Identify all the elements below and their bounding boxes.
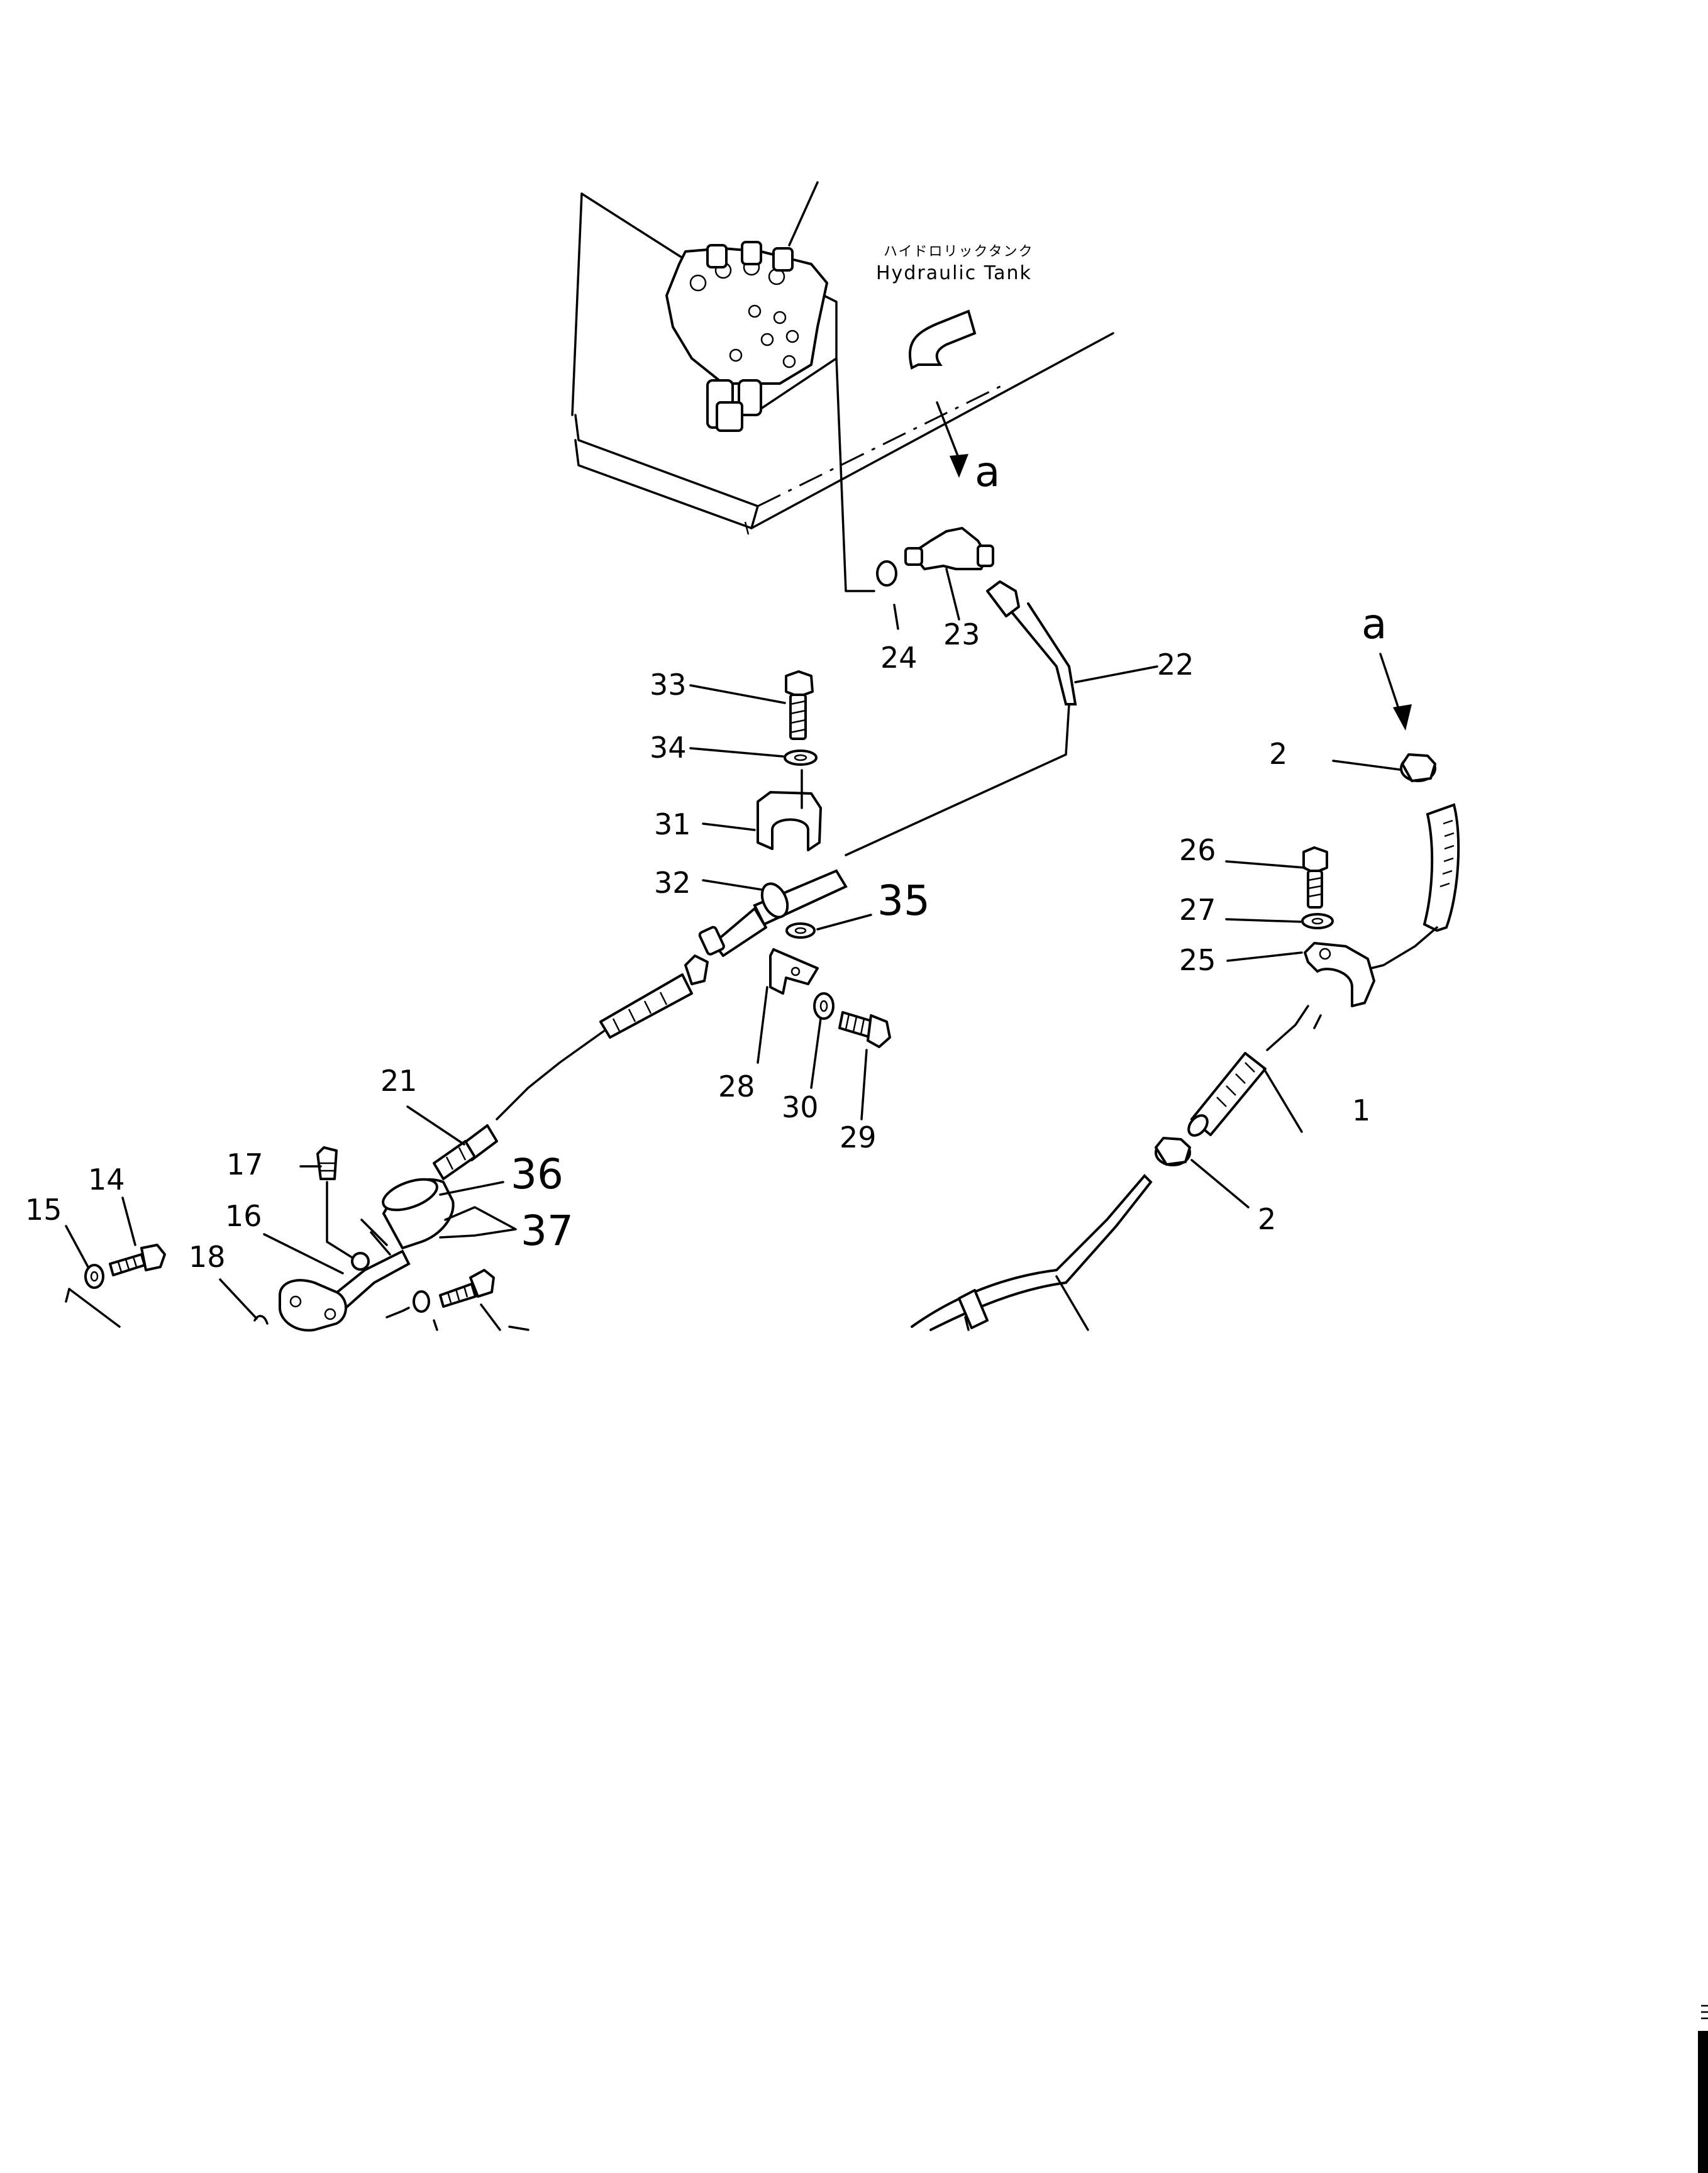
bolt-26 <box>1302 846 1328 909</box>
callout-15: 15 <box>25 1193 62 1227</box>
tank-outlet-elbow <box>908 309 977 478</box>
callout-26: 26 <box>1179 833 1216 867</box>
callout-33: 33 <box>650 668 687 702</box>
callout-23: 23 <box>943 617 980 651</box>
hose-21 <box>433 954 709 1180</box>
hose-1-upper <box>1370 803 1460 970</box>
callout-35: 35 <box>877 876 930 925</box>
bolt-33 <box>785 670 814 740</box>
plug-16 <box>326 1181 370 1271</box>
breather-17 <box>316 1146 338 1180</box>
callout-2-bottom: 2 <box>1258 1202 1276 1236</box>
callout-37: 37 <box>521 1207 574 1255</box>
o-ring-24 <box>835 357 897 592</box>
callout-31: 31 <box>654 807 691 841</box>
hose-32 <box>698 869 848 957</box>
hose-clamp-2-bottom <box>1155 1137 1191 1166</box>
washer-27 <box>1301 913 1334 929</box>
callout-34: 34 <box>650 731 687 765</box>
hose-1-lower <box>1187 1005 1322 1137</box>
washer-35 <box>785 922 816 939</box>
clamp-25 <box>1304 942 1375 1007</box>
control-valve <box>665 241 828 432</box>
bracket-28 <box>769 948 819 995</box>
washer-34 <box>784 749 818 766</box>
callout-21: 21 <box>380 1064 418 1098</box>
bolt-29 <box>838 1011 891 1048</box>
callout-16: 16 <box>225 1199 262 1233</box>
bolt-19 <box>385 1269 530 1331</box>
callout-18: 18 <box>189 1240 226 1274</box>
elbow-fitting-23 <box>904 527 994 570</box>
callout-36: 36 <box>511 1150 563 1198</box>
view-arrow-right <box>1379 653 1412 731</box>
washer-15 <box>65 1264 121 1328</box>
bolt-14 <box>109 1244 166 1276</box>
callout-17: 17 <box>226 1147 263 1181</box>
hose-clamp-2-top <box>1400 753 1436 782</box>
callout-32: 32 <box>654 866 691 900</box>
leader-lines <box>65 568 1401 1320</box>
callout-29: 29 <box>840 1120 877 1154</box>
callout-22: 22 <box>1157 648 1194 682</box>
hydraulic-tank <box>571 181 1114 535</box>
flange-18 <box>253 1249 411 1332</box>
callout-1: 1 <box>1352 1093 1370 1127</box>
callout-25: 25 <box>1179 943 1216 977</box>
callouts: 24 23 22 33 34 31 32 35 28 30 29 21 36 3… <box>25 617 1370 1274</box>
callout-28: 28 <box>718 1070 755 1103</box>
scan-edge-marks <box>1698 2004 1708 2173</box>
hose-22 <box>845 580 1077 856</box>
view-marker-top: a <box>975 448 1000 496</box>
callout-30: 30 <box>782 1090 819 1124</box>
lower-pipe <box>911 1174 1153 1331</box>
washer-30 <box>813 992 835 1020</box>
tank-label-jp: ハイドロリックタンク <box>884 244 1034 260</box>
sleeve-36-37 <box>360 1178 455 1256</box>
callout-2-top: 2 <box>1269 737 1287 771</box>
callout-24: 24 <box>880 641 918 675</box>
tank-label-en: Hydraulic Tank <box>876 262 1032 284</box>
view-marker-right: a <box>1361 600 1387 648</box>
clamp-31 <box>757 769 822 851</box>
callout-27: 27 <box>1179 893 1216 927</box>
callout-14: 14 <box>88 1163 125 1197</box>
